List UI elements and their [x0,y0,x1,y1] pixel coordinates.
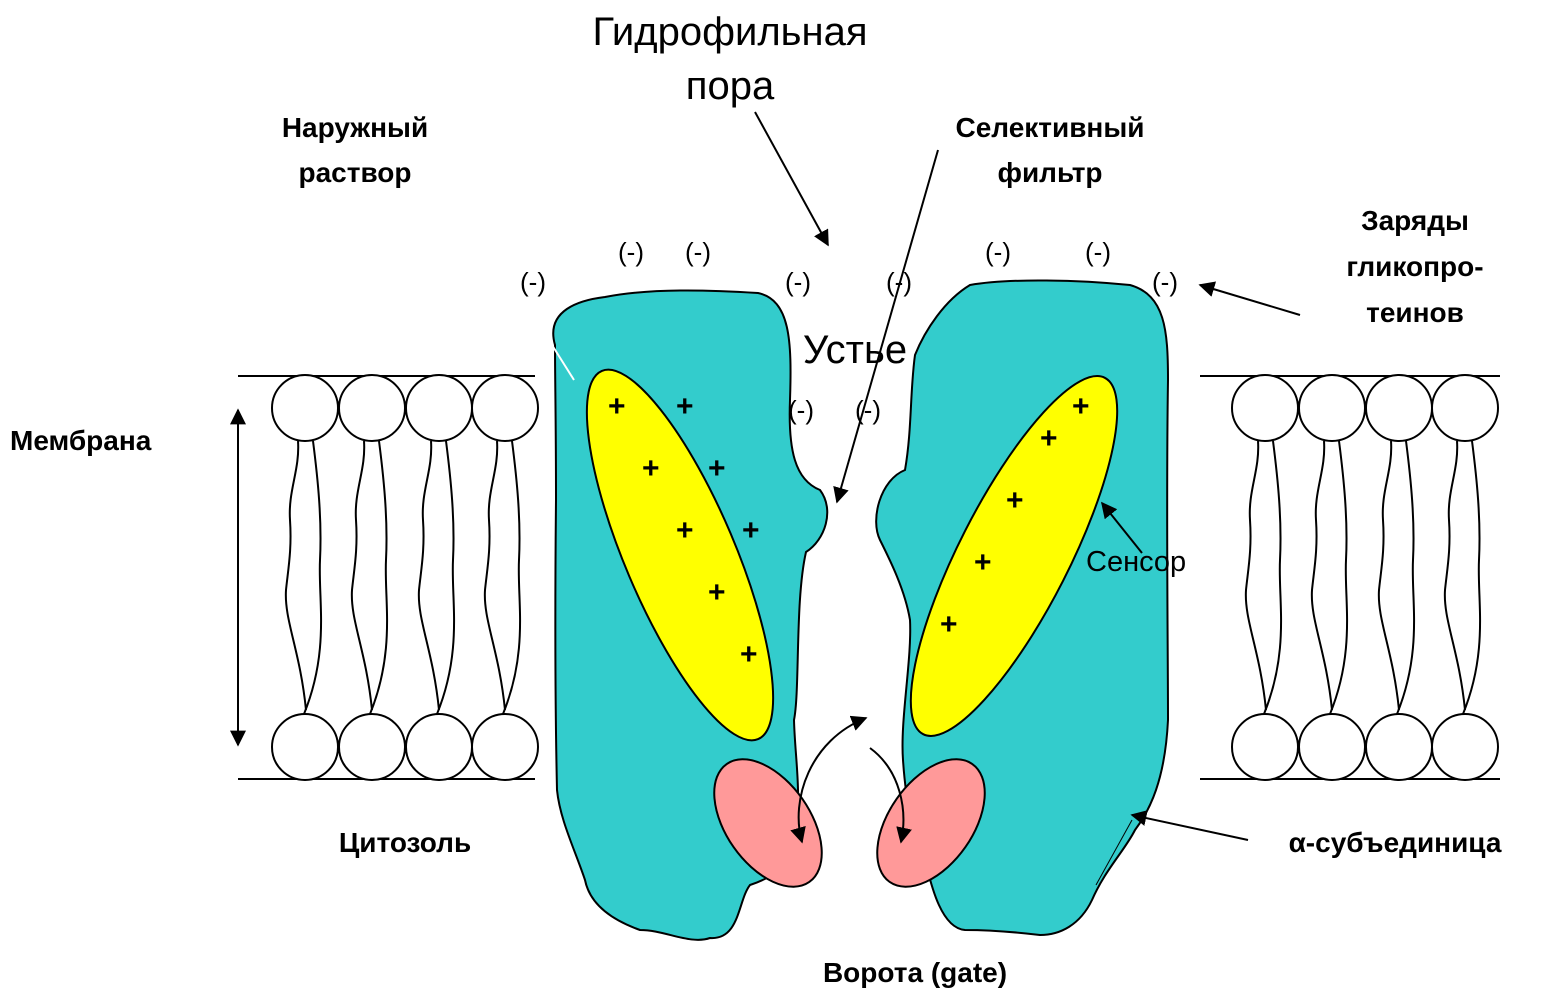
lipid-tails-right [1246,441,1480,714]
negative-charge: (-) [520,267,546,298]
positive-charge: + [608,390,626,424]
glycoprotein-charges-label-line2: гликопро- [1310,244,1520,290]
outer-solution-label-line2: раствор [240,150,470,196]
negative-charge: (-) [785,267,811,298]
negative-charge: (-) [985,237,1011,268]
lipid-head [1366,375,1432,441]
negative-charge: (-) [788,395,814,426]
positive-charge: + [742,514,760,548]
positive-charge: + [676,390,694,424]
glycoprotein-charges-label-line1: Заряды [1310,198,1520,244]
glycoprotein-charges-label-line3: теинов [1310,290,1520,336]
negative-charge: (-) [886,267,912,298]
lipid-head [339,714,405,780]
negative-charge: (-) [618,237,644,268]
cytosol-label: Цитозоль [300,820,510,866]
selective-filter-label-line1: Селективный [910,105,1190,151]
lipid-head [406,714,472,780]
positive-charge: + [676,514,694,548]
positive-charge: + [1072,390,1090,424]
positive-charge: + [1006,484,1024,518]
positive-charge: + [940,608,958,642]
positive-charge: + [974,546,992,580]
lipid-head [1432,375,1498,441]
negative-charge: (-) [685,237,711,268]
outer-solution-label-line1: Наружный [240,105,470,151]
selective-filter-label-line2: фильтр [910,150,1190,196]
negative-charge: (-) [855,395,881,426]
lipid-head [1366,714,1432,780]
lipid-head [472,375,538,441]
lipid-head [272,714,338,780]
pore-pointer-arrow [755,112,828,245]
negative-charge: (-) [1085,237,1111,268]
positive-charge: + [642,452,660,486]
lipid-bilayer-left [272,375,538,780]
positive-charge: + [1040,422,1058,456]
glyco-pointer-arrow [1200,285,1300,315]
lipid-head [1232,375,1298,441]
lipid-head [406,375,472,441]
alpha-subunit-label: α-субъединица [1240,820,1550,866]
positive-charge: + [708,576,726,610]
gate-label: Ворота (gate) [790,950,1040,996]
lipid-head [1299,714,1365,780]
alpha-pointer-arrow [1132,815,1248,840]
lipid-tails-left [286,441,520,714]
pore-label-line2: пора [555,64,905,108]
lipid-head [1232,714,1298,780]
positive-charge: + [740,638,758,672]
positive-charge: + [708,452,726,486]
lipid-head [1299,375,1365,441]
pore-label-line1: Гидрофильная [555,10,905,54]
negative-charge: (-) [1152,267,1178,298]
mouth-label: Устье [780,328,930,372]
sensor-label: Сенсор [1086,546,1186,579]
lipid-head [339,375,405,441]
lipid-head [1432,714,1498,780]
lipid-head [272,375,338,441]
lipid-head [472,714,538,780]
membrane-label: Мембрана [10,418,210,464]
lipid-bilayer-right [1232,375,1498,780]
